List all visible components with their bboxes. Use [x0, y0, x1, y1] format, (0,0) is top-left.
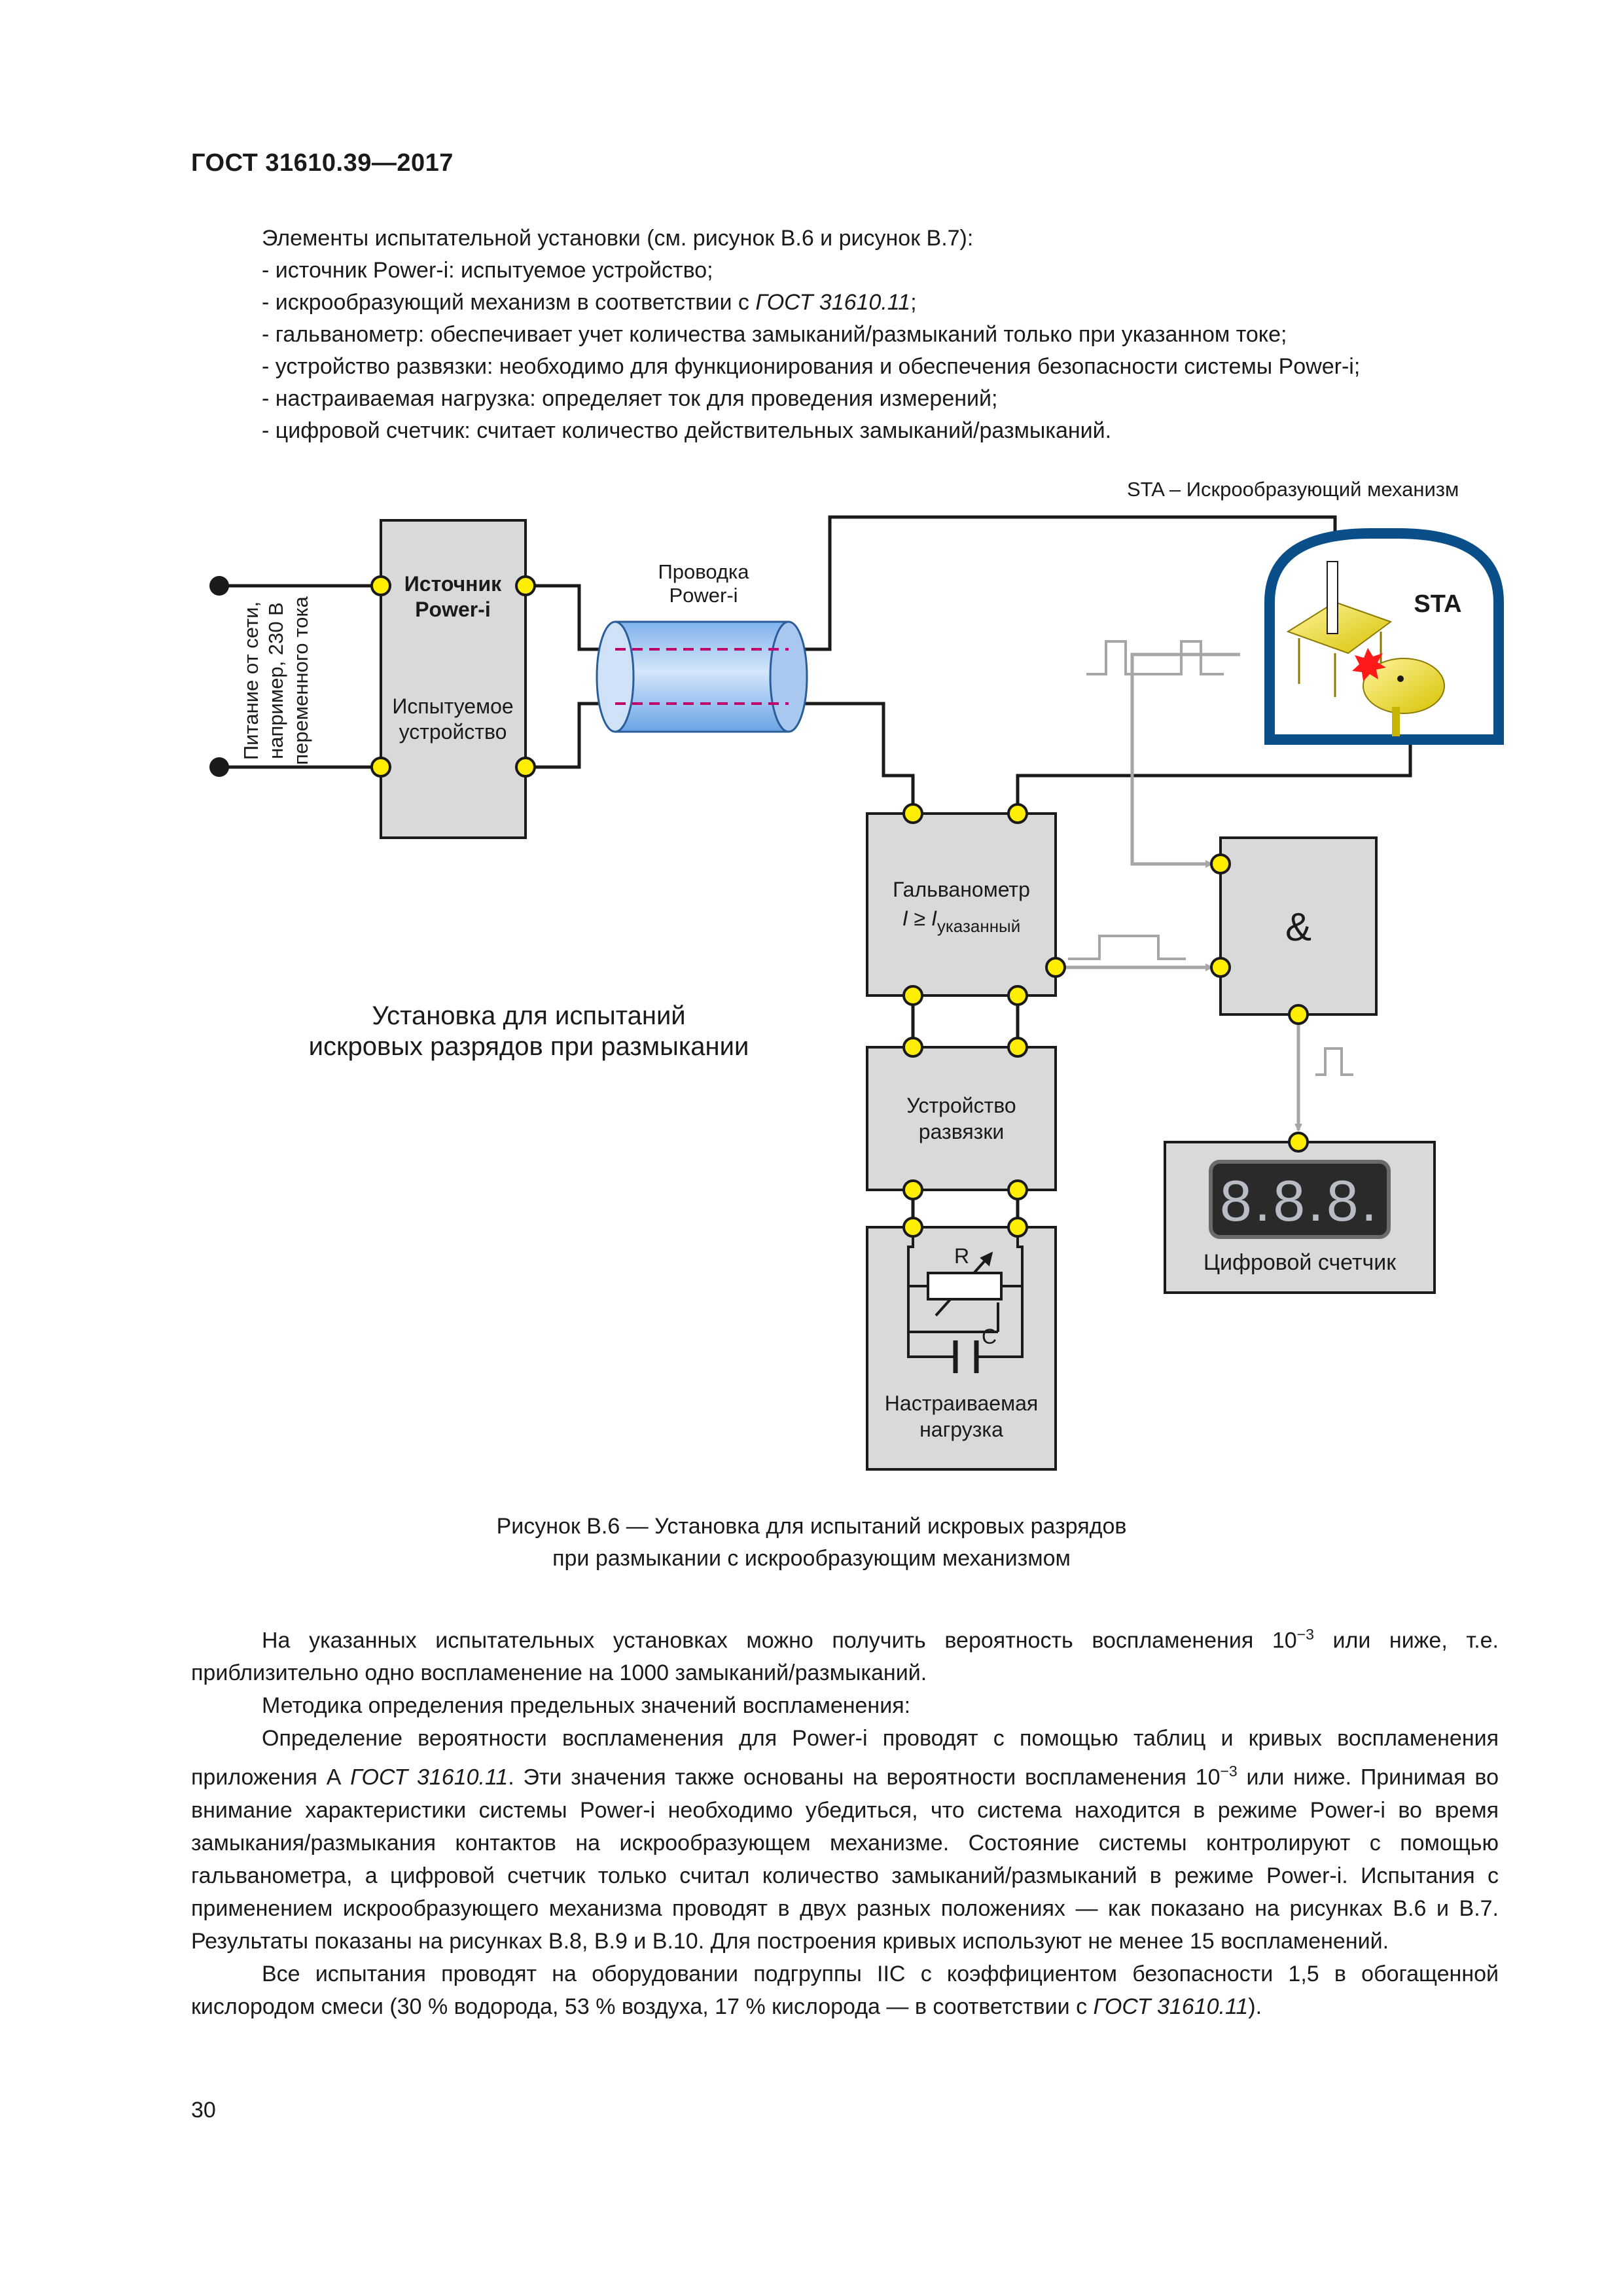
spark-icon [1352, 648, 1386, 681]
terminals [370, 575, 1309, 1238]
paragraph: Определение вероятности воспламенения дл… [191, 1726, 1499, 1954]
counter-display-digits: 8.8.8. [1220, 1168, 1380, 1233]
standard-reference: ГОСТ 31610.11 [350, 1765, 508, 1790]
load-title: нагрузка [919, 1418, 1003, 1441]
test-setup-diagram: STA – Искрообразующий механизм Питание о… [209, 478, 1504, 1471]
counter-display [1209, 1160, 1391, 1239]
source-box-subtitle: устройство [399, 720, 507, 744]
galvanometer-title: Гальванометр [893, 878, 1030, 901]
load-title: Настраиваемая [885, 1391, 1038, 1415]
mains-wires [219, 584, 381, 769]
and-gate-symbol: & [1285, 905, 1311, 949]
galvanometer-formula: I ≥ Iуказанный [902, 906, 1021, 936]
sta-label: STA [1414, 590, 1461, 618]
galvanometer-box [866, 812, 1057, 997]
mains-terminal [209, 757, 229, 777]
standard-reference: ГОСТ 31610.11 [755, 290, 911, 315]
list-item: - настраиваемая нагрузка: определяет ток… [262, 386, 998, 411]
sta-legend: STA – Искрообразующий механизм [1127, 478, 1459, 501]
decoupler-box [866, 1046, 1057, 1191]
power-i-cable [596, 620, 808, 733]
list-item: - цифровой счетчик: считает количество д… [262, 418, 1112, 443]
cable-label: Power-i [669, 584, 738, 607]
intro-lead: Элементы испытательной установки (см. ри… [262, 226, 974, 251]
signal-lines [1056, 653, 1302, 1132]
svg-text:переменного тока: переменного тока [289, 596, 312, 764]
load-circuit [907, 1227, 1024, 1373]
variable-arrow-icon [980, 1251, 993, 1266]
page-number: 30 [191, 2098, 216, 2123]
counter-title: Цифровой счетчик [1204, 1250, 1397, 1275]
capacitor-label: C [982, 1325, 997, 1348]
list-item: - источник Power-i: испытуемое устройств… [262, 258, 713, 283]
setup-label: Установка для испытаний [372, 1001, 685, 1030]
source-box-title: Источник [404, 572, 502, 596]
document-header: ГОСТ 31610.39—2017 [191, 149, 454, 177]
svg-text:Питание от сети,: Питание от сети, [240, 601, 262, 760]
list-item: - устройство развязки: необходимо для фу… [262, 354, 1361, 379]
cable-label: Проводка [658, 560, 749, 583]
list-item: - искрообразующий механизм в соответстви… [262, 290, 917, 315]
source-box [380, 519, 527, 839]
mains-terminal [209, 576, 229, 596]
resistor-icon [927, 1272, 1003, 1300]
standard-reference: ГОСТ 31610.11 [1093, 1994, 1249, 2019]
load-box [866, 1226, 1057, 1471]
setup-label: искровых разрядов при размыкании [309, 1032, 749, 1061]
list-item: - гальванометр: обеспечивает учет количе… [262, 322, 1287, 347]
figure-caption: Рисунок B.6 — Установка для испытаний ис… [496, 1514, 1127, 1571]
decoupler-title: Устройство [906, 1094, 1016, 1117]
paragraph: Все испытания проводят на оборудовании п… [191, 1961, 1499, 2019]
source-box-title: Power-i [415, 598, 491, 621]
sta-mechanism: STA [1264, 528, 1504, 745]
pulse-icons [1068, 640, 1353, 1076]
resistor-label: R [954, 1244, 969, 1268]
intro-list: Элементы испытательной установки (см. ри… [191, 223, 1493, 447]
body-text: На указанных испытательных установках мо… [191, 1618, 1499, 2023]
source-box-subtitle: Испытуемое [392, 694, 513, 718]
paragraph: Методика определения предельных значений… [262, 1693, 911, 1719]
mains-label: Питание от сети, например, 230 В перемен… [240, 596, 312, 764]
decoupler-title: развязки [919, 1120, 1004, 1143]
paragraph: На указанных испытательных установках мо… [191, 1626, 1499, 1686]
svg-text:например, 230 В: например, 230 В [264, 602, 287, 759]
